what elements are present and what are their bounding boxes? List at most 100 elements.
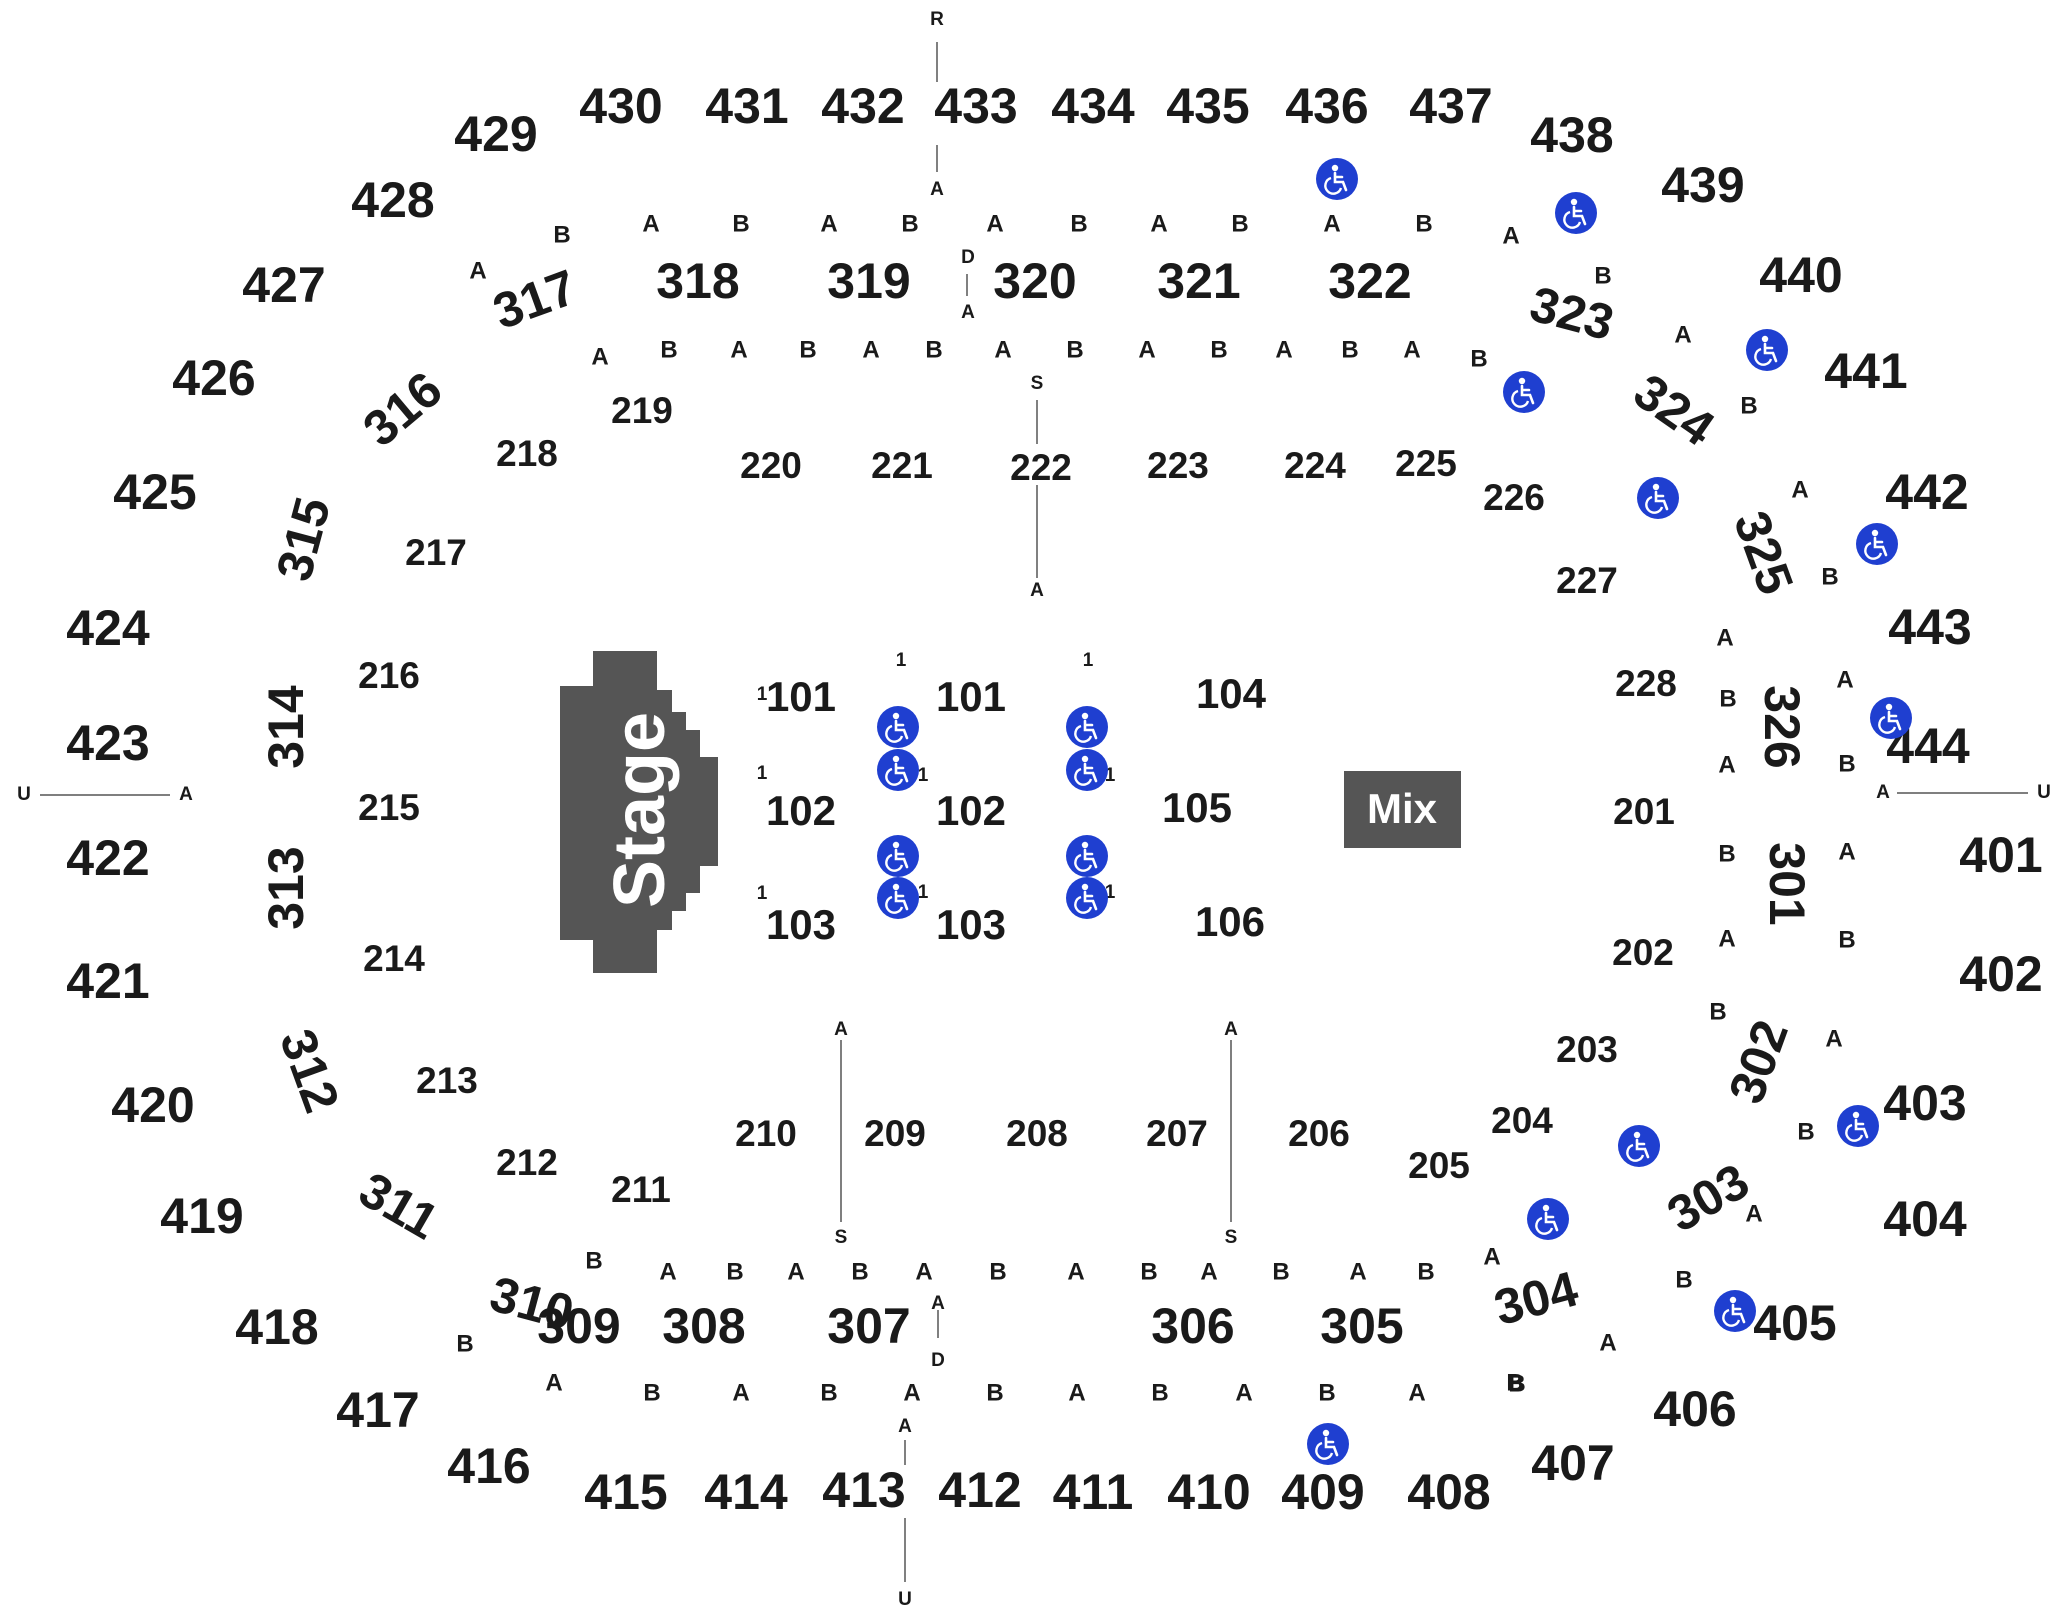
wheelchair-icon (1066, 835, 1108, 877)
row-label-b: B (1506, 1369, 1523, 1396)
section-402: 402 (1959, 946, 2042, 1002)
wheelchair-icon (1503, 371, 1545, 413)
row-label-s: S (835, 1227, 848, 1248)
section-221: 221 (871, 445, 933, 486)
row-label-a: A (903, 1379, 920, 1406)
section-214: 214 (363, 938, 425, 979)
section-201: 201 (1613, 791, 1675, 832)
wheelchair-icon (1870, 697, 1912, 739)
section-304: 304 (1488, 1260, 1583, 1336)
row-label-a: A (642, 210, 659, 237)
row-label-b: B (660, 336, 677, 363)
section-442: 442 (1885, 464, 1968, 520)
section-437: 437 (1409, 78, 1492, 134)
section-422: 422 (66, 830, 149, 886)
row-label-a: A (659, 1258, 676, 1285)
row-label-a: A (1718, 751, 1735, 778)
row-label-a: A (1825, 1025, 1842, 1052)
section-307: 307 (827, 1298, 910, 1354)
row-label-1: 1 (896, 650, 907, 671)
row-label-b: B (1318, 1379, 1335, 1406)
row-label-a: A (994, 336, 1011, 363)
row-label-a: A (1716, 624, 1733, 651)
row-label-a: A (730, 336, 747, 363)
section-404: 404 (1883, 1191, 1967, 1247)
row-label-a: A (1403, 336, 1420, 363)
row-label-1: 1 (1105, 765, 1116, 786)
row-label-b: B (799, 336, 816, 363)
row-label-a: A (1224, 1019, 1238, 1040)
row-label-a: A (1838, 838, 1855, 865)
section-103: 103 (936, 901, 1006, 948)
section-403: 403 (1883, 1075, 1966, 1131)
section-441: 441 (1824, 343, 1907, 399)
row-label-a: A (1674, 321, 1691, 348)
section-425: 425 (113, 464, 196, 520)
section-325: 325 (1723, 504, 1804, 602)
row-label-b: B (1821, 563, 1838, 590)
section-435: 435 (1166, 78, 1249, 134)
row-label-b: B (851, 1258, 868, 1285)
row-label-b: B (1594, 262, 1611, 289)
row-label-a: A (1150, 210, 1167, 237)
section-324: 324 (1624, 363, 1725, 457)
row-label-d: D (931, 1350, 945, 1371)
mix-label: Mix (1367, 785, 1438, 832)
section-440: 440 (1759, 247, 1842, 303)
section-314: 314 (258, 685, 314, 769)
section-223: 223 (1147, 445, 1209, 486)
row-label-a: A (1138, 336, 1155, 363)
section-434: 434 (1051, 78, 1135, 134)
row-label-d: D (961, 247, 975, 268)
row-label-b: B (820, 1379, 837, 1406)
section-316: 316 (353, 361, 453, 458)
row-label-a: A (545, 1369, 562, 1396)
section-428: 428 (351, 172, 434, 228)
section-206: 206 (1288, 1113, 1350, 1154)
wheelchair-icon (1555, 192, 1597, 234)
row-label-a: A (1068, 1379, 1085, 1406)
wheelchair-icon (1307, 1423, 1349, 1465)
accessible-seating (877, 158, 1912, 1465)
section-210: 210 (735, 1113, 797, 1154)
section-433: 433 (934, 78, 1017, 134)
row-label-r: R (930, 9, 944, 30)
row-label-a: A (1483, 1243, 1500, 1270)
section-104: 104 (1196, 670, 1267, 717)
section-416: 416 (447, 1438, 530, 1494)
row-label-a: A (898, 1416, 912, 1437)
section-410: 410 (1167, 1464, 1250, 1520)
section-429: 429 (454, 106, 537, 162)
section-443: 443 (1888, 599, 1971, 655)
row-label-a: A (1030, 580, 1044, 601)
row-label-b: B (986, 1379, 1003, 1406)
section-301: 301 (1759, 842, 1815, 925)
section-424: 424 (66, 600, 150, 656)
row-label-a: A (1876, 782, 1890, 803)
row-label-a: A (591, 343, 608, 370)
section-423: 423 (66, 715, 149, 771)
row-label-b: B (1231, 210, 1248, 237)
section-102: 102 (936, 787, 1006, 834)
row-label-a: A (931, 1293, 945, 1314)
row-label-b: B (901, 210, 918, 237)
section-310: 310 (484, 1265, 579, 1341)
row-label-b: B (1508, 1370, 1525, 1397)
section-302: 302 (1718, 1013, 1799, 1111)
row-label-a: A (1745, 1200, 1762, 1227)
wheelchair-icon (1714, 1290, 1756, 1332)
row-label-a: A (986, 210, 1003, 237)
section-418: 418 (235, 1299, 318, 1355)
row-label-1: 1 (918, 765, 929, 786)
section-426: 426 (172, 350, 255, 406)
wheelchair-icon (1066, 749, 1108, 791)
wheelchair-icon (1316, 158, 1358, 200)
wheelchair-icon (1066, 877, 1108, 919)
mix-box (1344, 771, 1461, 848)
section-308: 308 (662, 1298, 745, 1354)
row-label-1: 1 (918, 882, 929, 903)
wheelchair-icon (1618, 1125, 1660, 1167)
row-label-u: U (898, 1589, 912, 1610)
section-439: 439 (1661, 157, 1744, 213)
section-215: 215 (358, 787, 420, 828)
